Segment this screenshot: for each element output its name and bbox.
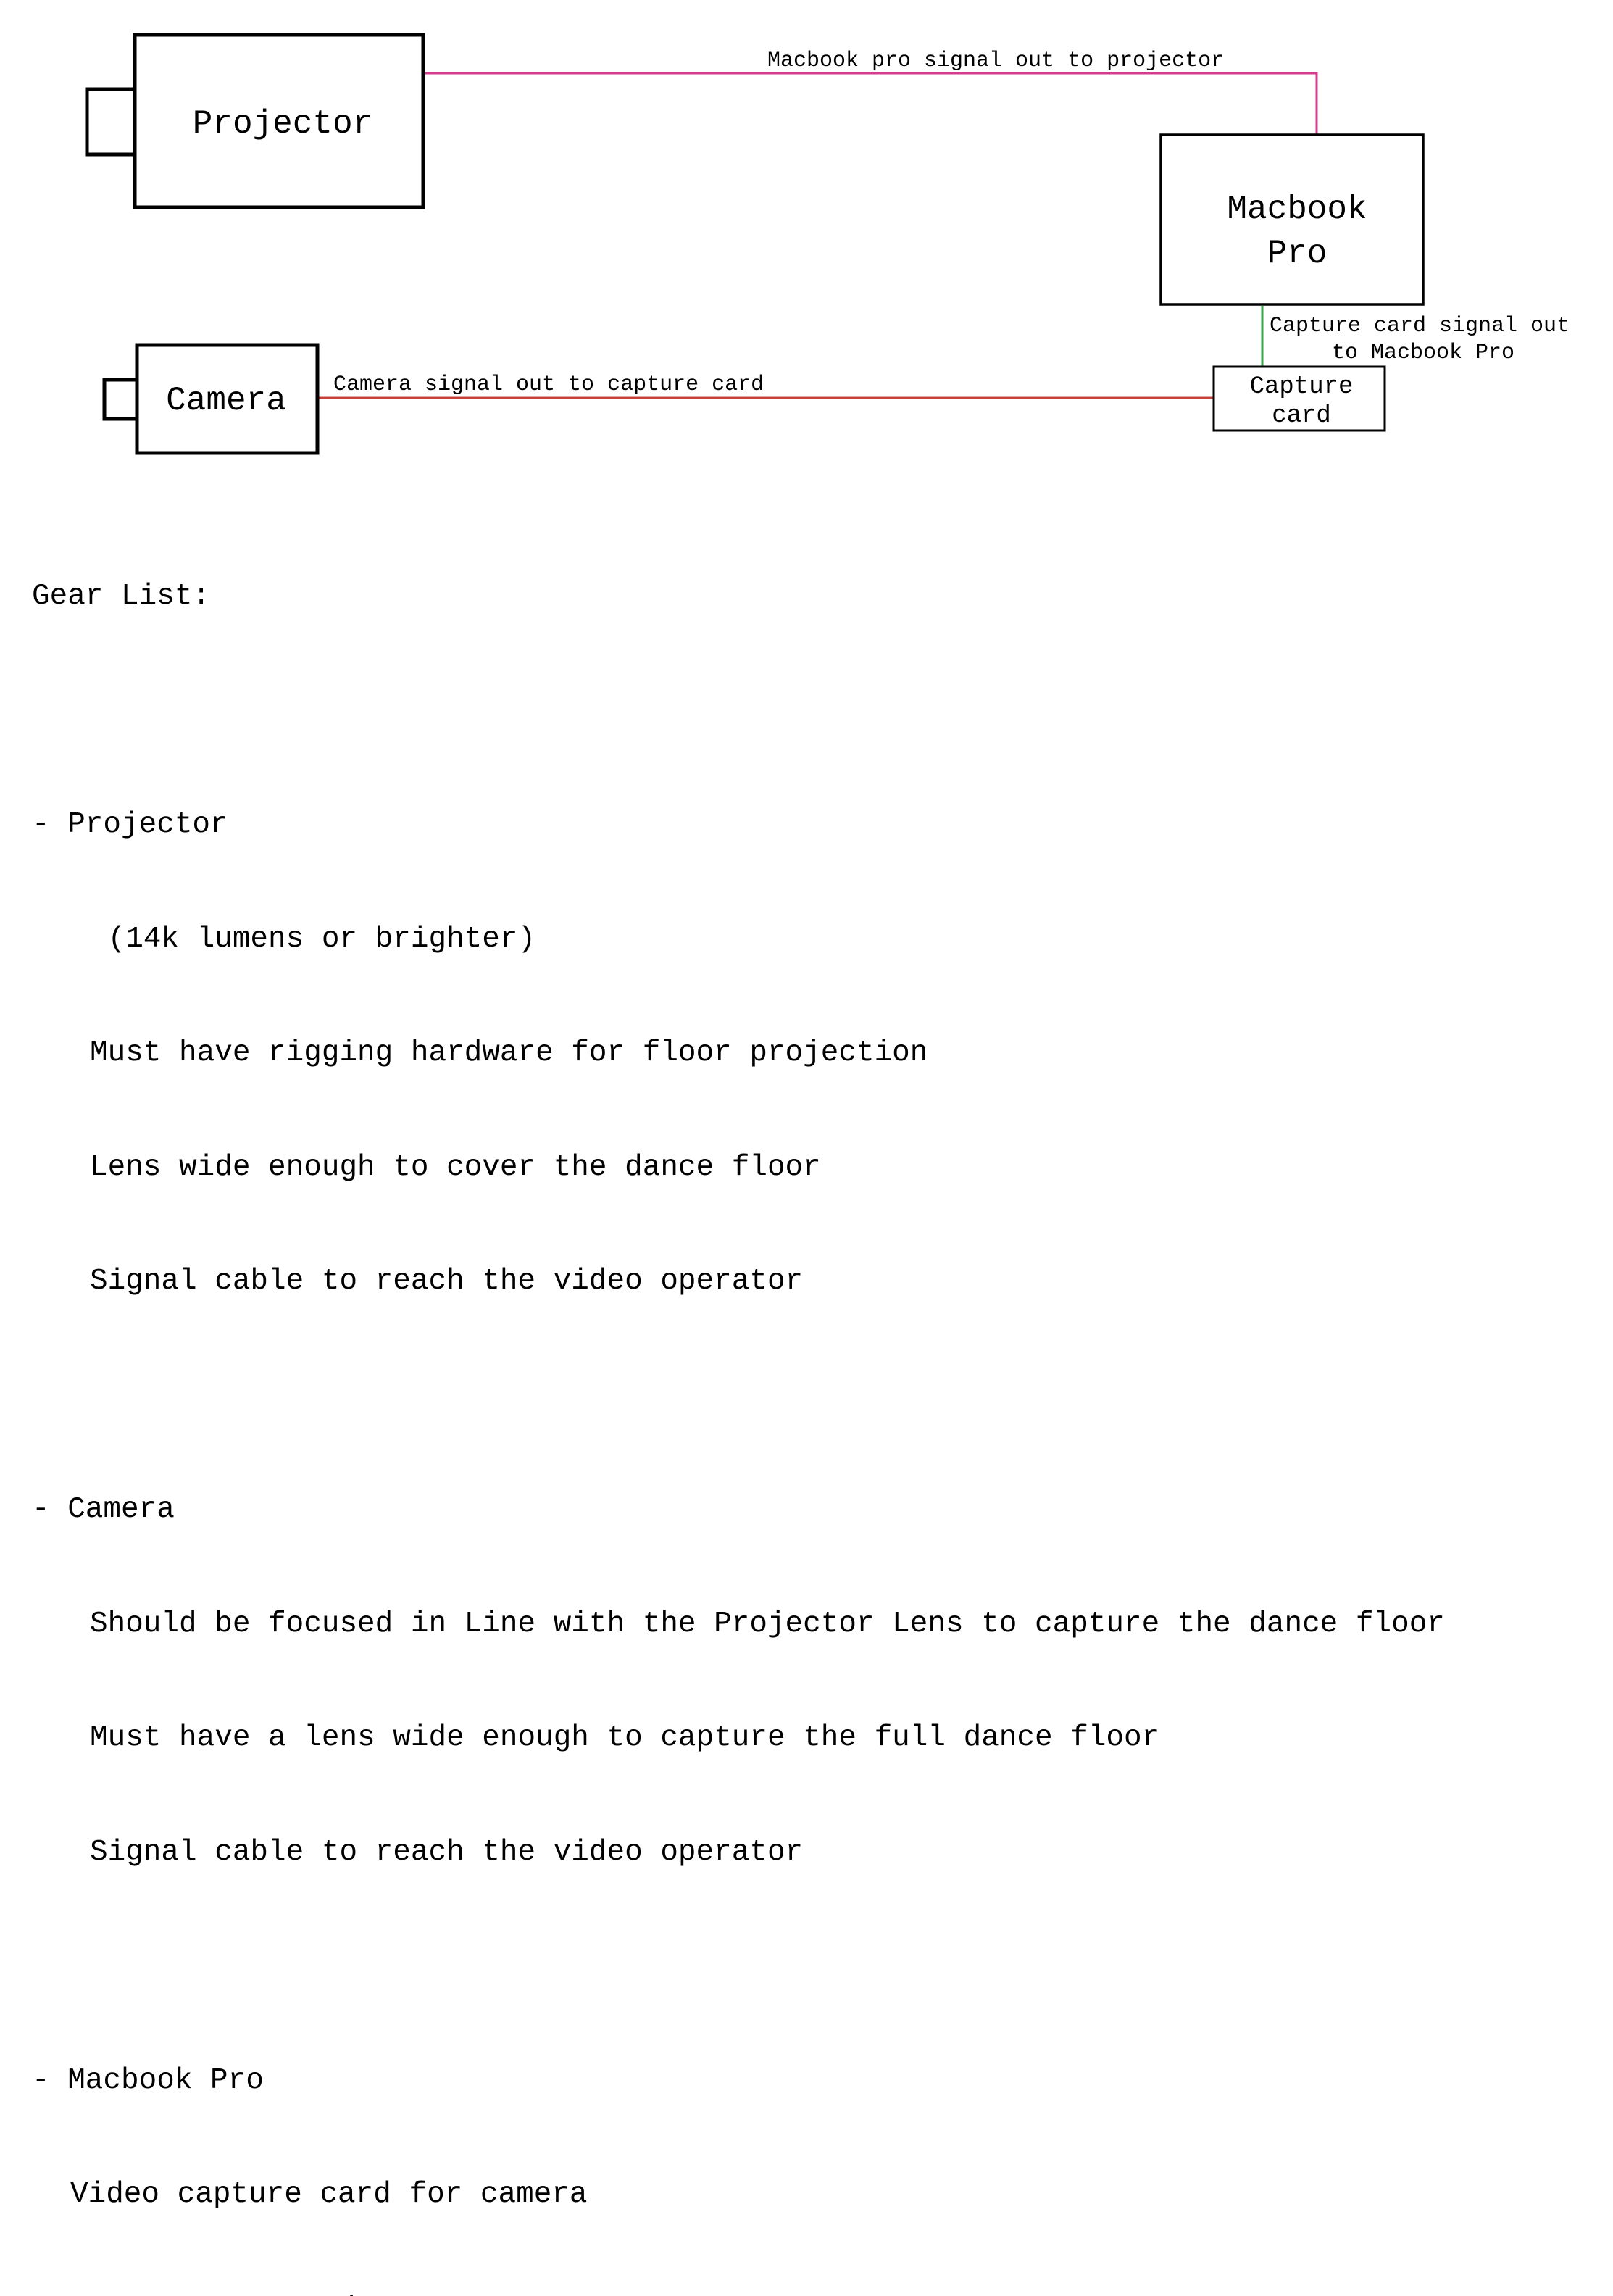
capture-card-node: Capture card: [1214, 367, 1385, 430]
camera-label: Camera: [166, 382, 286, 420]
gear-item: Video capture card for camera: [32, 2176, 1597, 2214]
macbook-label-line1: Macbook: [1227, 191, 1367, 228]
wire-macbook-to-projector: [423, 73, 1317, 135]
gear-item: Lens wide enough to cover the dance floo…: [32, 1149, 1597, 1187]
gear-item: Must have a lens wide enough to capture …: [32, 1719, 1597, 1758]
macbook-label-line2: Pro: [1267, 235, 1328, 273]
gear-item: Signal cable to reach the video operator: [32, 1834, 1597, 1872]
wire-label-capture-to-macbook-line2: to Macbook Pro: [1332, 341, 1514, 365]
capture-card-label-line2: card: [1272, 402, 1331, 430]
gear-item: Any necessary adapters: [32, 2290, 1597, 2296]
gear-item: Must have rigging hardware for floor pro…: [32, 1034, 1597, 1073]
gear-item: Should be focused in Line with the Proje…: [32, 1605, 1597, 1644]
gear-heading-projector: - Projector: [32, 806, 1597, 844]
gear-list-title: Gear List:: [32, 578, 1597, 616]
gear-list: Gear List: - Projector (14k lumens or br…: [32, 502, 1597, 2296]
wire-label-capture-to-macbook-line1: Capture card signal out: [1270, 314, 1570, 338]
wire-label-macbook-to-projector: Macbook pro signal out to projector: [767, 49, 1224, 73]
wire-label-camera-to-capture: Camera signal out to capture card: [333, 373, 764, 397]
camera-node: Camera: [104, 345, 317, 453]
signal-flow-diagram: Projector Macbook Pro Camera Capture car…: [0, 0, 1613, 478]
gear-item: (14k lumens or brighter): [32, 920, 1597, 959]
gear-item: Signal cable to reach the video operator: [32, 1263, 1597, 1301]
camera-lens: [104, 380, 137, 419]
capture-card-label-line1: Capture: [1250, 373, 1354, 401]
gear-heading-macbook: - Macbook Pro: [32, 2062, 1597, 2100]
projector-lens: [87, 89, 135, 154]
gear-heading-camera: - Camera: [32, 1491, 1597, 1529]
projector-label: Projector: [193, 105, 372, 143]
projector-node: Projector: [87, 35, 423, 207]
macbook-node: Macbook Pro: [1161, 135, 1423, 304]
